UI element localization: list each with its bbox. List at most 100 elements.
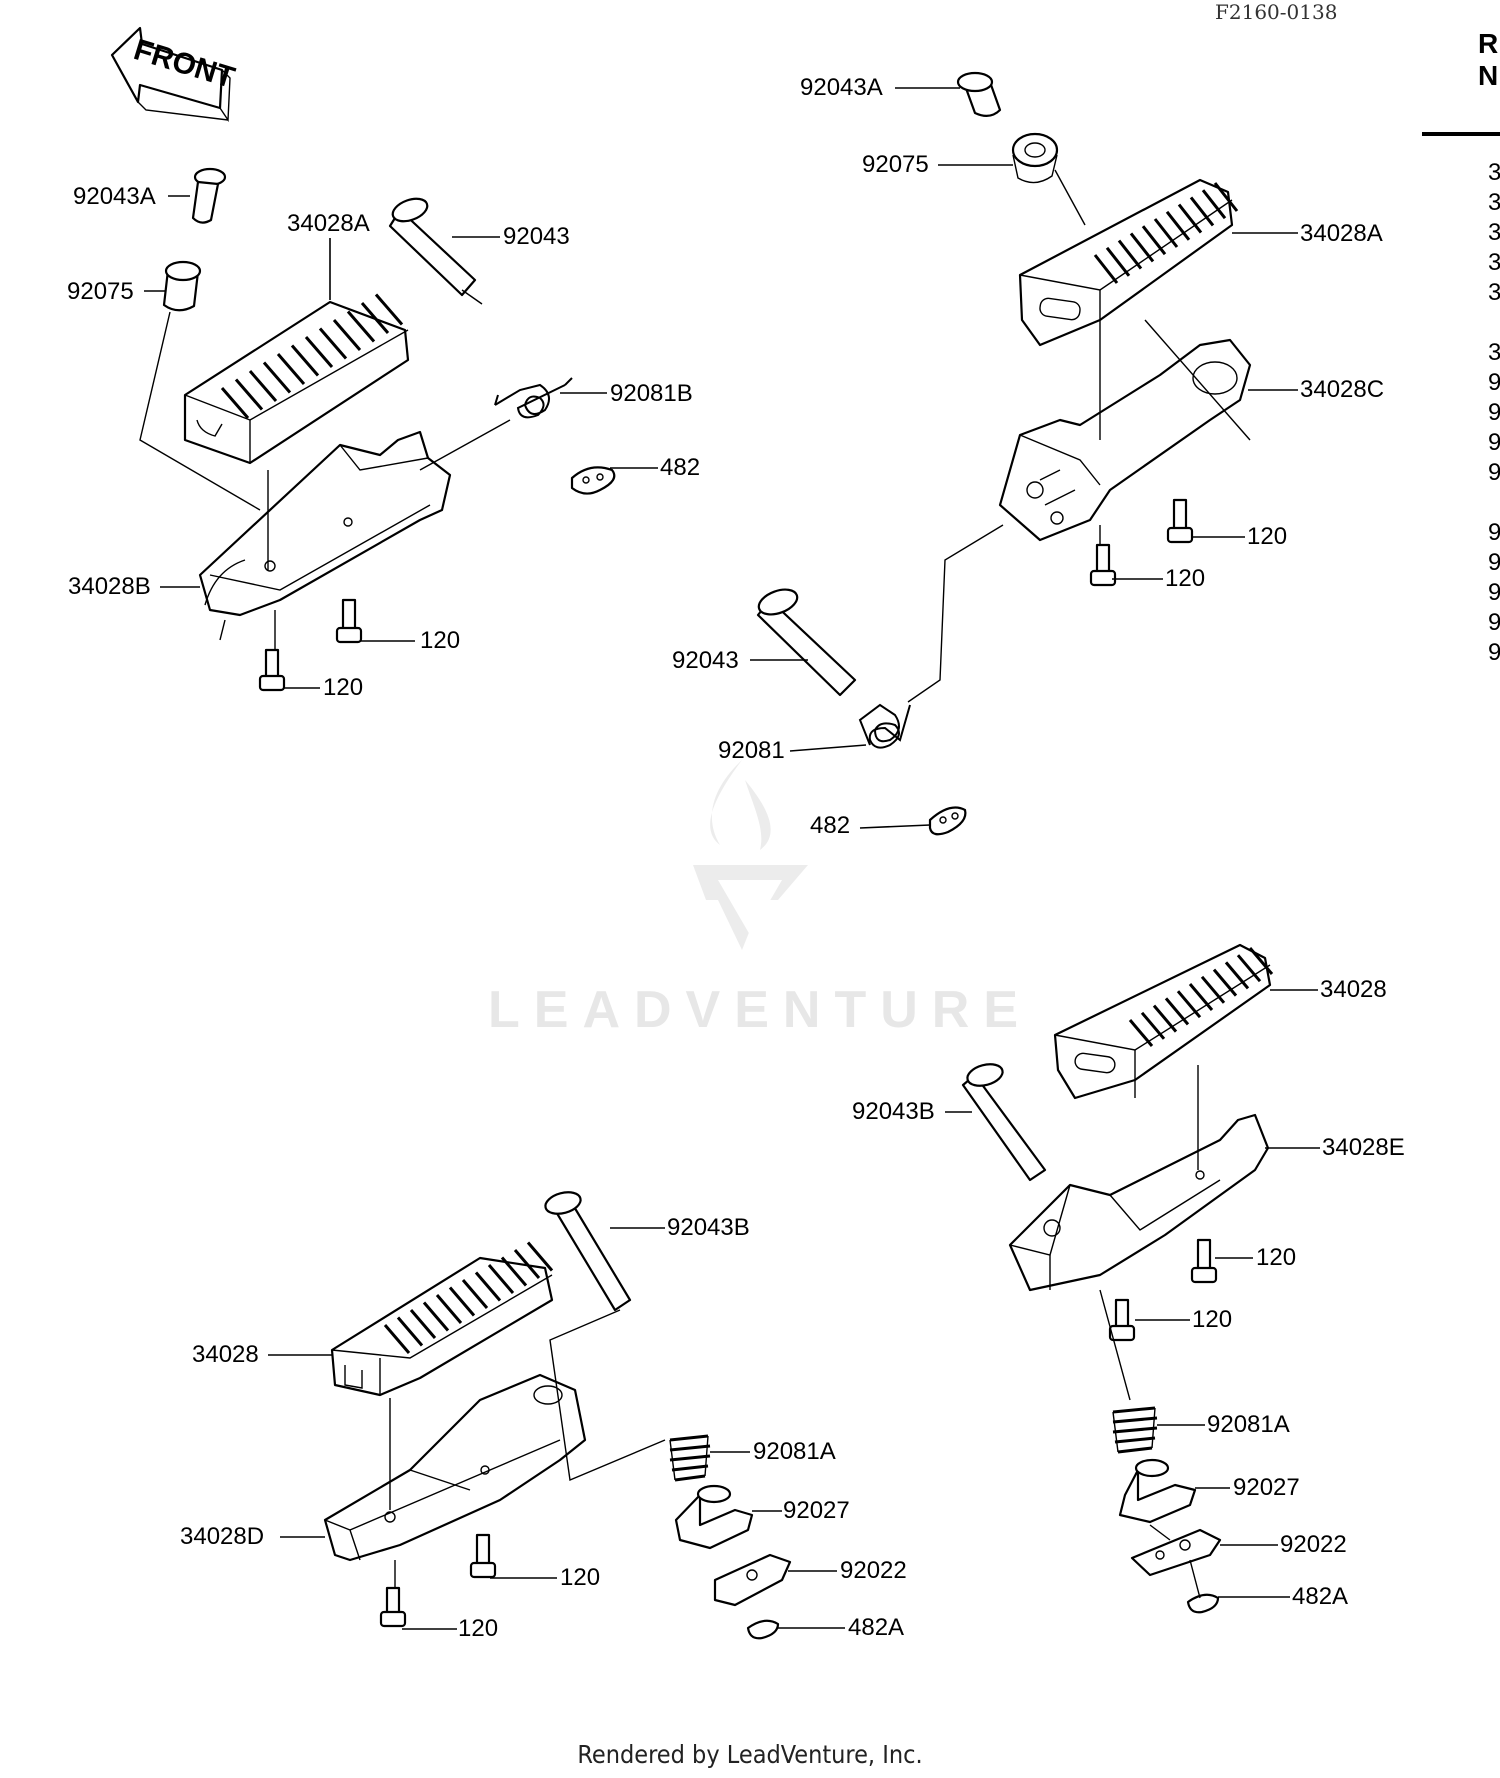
rubber-groove [1201,189,1227,220]
tr-screw-120a [1166,498,1194,544]
tr-bracket-34028C [998,338,1252,542]
rubber-groove [1248,947,1274,975]
parts-list-ref-number: 3 [1488,189,1500,216]
tl-pivot-pin-92043 [388,197,483,305]
rubber-groove [1117,239,1143,270]
label-tr-92043: 92043 [672,647,739,674]
parts-list-divider [1422,132,1500,136]
parts-list-ref-number: 3 [1488,159,1500,186]
rubber-groove [1213,182,1239,212]
parts-list-ref-number: 9 [1488,549,1500,576]
rubber-groove [332,319,362,351]
parts-list-ref-number: 3 [1488,219,1500,246]
bl-screw-120a [469,1533,497,1579]
label-tr-92075: 92075 [862,151,929,178]
rubber-groove [346,310,376,343]
br-screw-120a [1190,1238,1218,1284]
diagram-code: F2160-0138 [1215,0,1338,24]
tr-screw-120b [1089,543,1117,587]
label-bl-92043B: 92043B [667,1214,750,1241]
label-br-92043B: 92043B [852,1098,935,1125]
tr-spring-92081 [858,703,911,749]
label-tl-120b: 120 [323,674,364,701]
rubber-groove [1224,961,1250,990]
tl-bushing-92075 [162,260,202,312]
rubber-groove [383,1324,411,1354]
rubber-groove [1152,1004,1178,1033]
rubber-groove [276,353,306,385]
bl-pin-92043B [544,1191,632,1312]
parts-list-header-line2: N [1478,60,1499,91]
label-br-482A: 482A [1292,1583,1349,1610]
br-screw-120b [1108,1298,1136,1342]
label-tl-34028B: 34028B [68,573,151,600]
rubber-groove [396,1316,424,1347]
rubber-groove [220,387,250,419]
rubber-groove [422,1301,450,1332]
label-tl-92043: 92043 [503,223,570,250]
label-br-120b: 120 [1192,1306,1233,1333]
tl-screw-120a [335,598,363,644]
br-collar-92027 [1118,1458,1197,1524]
rubber-groove [448,1286,476,1317]
tl-pin-92043A [191,167,227,224]
label-tr-482: 482 [810,812,851,839]
label-br-34028: 34028 [1320,976,1387,1003]
label-tr-120b: 120 [1165,565,1206,592]
rubber-groove [234,378,264,411]
rubber-groove [1105,246,1131,277]
label-bl-482A: 482A [848,1614,905,1641]
label-tr-120a: 120 [1247,523,1288,550]
bl-screw-120b [379,1586,407,1628]
rubber-groove [1188,983,1214,1011]
rubber-groove [1176,990,1202,1019]
br-bracket-34028E [1008,1113,1270,1292]
label-tr-34028A: 34028A [1300,220,1383,247]
label-tr-92043A: 92043A [800,74,883,101]
rubber-groove [435,1294,463,1324]
label-br-120a: 120 [1256,1244,1297,1271]
front-arrow-icon [110,26,231,123]
parts-list-ref-number: 9 [1488,459,1500,486]
label-bl-34028D: 34028D [180,1523,265,1550]
br-clip-482A [1186,1593,1220,1614]
rubber-groove [526,1241,554,1272]
tr-bushing-92075 [1011,132,1059,184]
rubber-groove [1129,232,1155,263]
br-spring-92081A [1112,1406,1158,1454]
rubber-groove [1128,1019,1154,1047]
footer-credit: Rendered by LeadVenture, Inc. [577,1740,923,1769]
rubber-groove [1140,1011,1166,1040]
rubber-groove [500,1256,528,1287]
bl-rubber-34028 [330,1241,554,1397]
rubber-groove [1164,997,1190,1026]
parts-list-ref-number: 9 [1488,399,1500,426]
tl-spring-92081B [494,377,573,419]
label-tr-34028C: 34028C [1300,376,1385,403]
label-br-34028E: 34028E [1322,1134,1405,1161]
tr-pivot-pin-92043 [756,588,857,697]
parts-list-header: R N [1478,28,1498,92]
bl-bracket-34028D [323,1373,587,1562]
parts-list-ref-number: 3 [1488,339,1500,366]
rubber-groove [318,327,348,360]
label-bl-34028: 34028 [192,1341,259,1368]
parts-list-ref-number: 9 [1488,519,1500,546]
label-br-92022: 92022 [1280,1531,1347,1558]
tr-rubber-34028A [1018,178,1239,347]
tl-rubber-34028A [183,293,410,465]
bl-plate-92022 [713,1553,792,1607]
leader-lines [144,87,1320,1630]
rubber-groove [1236,954,1262,983]
parts-list-ref-number: 9 [1488,609,1500,636]
rubber-groove [1200,975,1226,1004]
bl-clip-482A [746,1619,780,1640]
br-plate-92022 [1130,1528,1222,1577]
tl-screw-120b [258,648,286,692]
label-tr-92081: 92081 [718,737,785,764]
rubber-groove [1189,196,1215,227]
rubber-groove [374,293,404,326]
rubber-groove [474,1271,502,1302]
rubber-groove [290,344,320,377]
